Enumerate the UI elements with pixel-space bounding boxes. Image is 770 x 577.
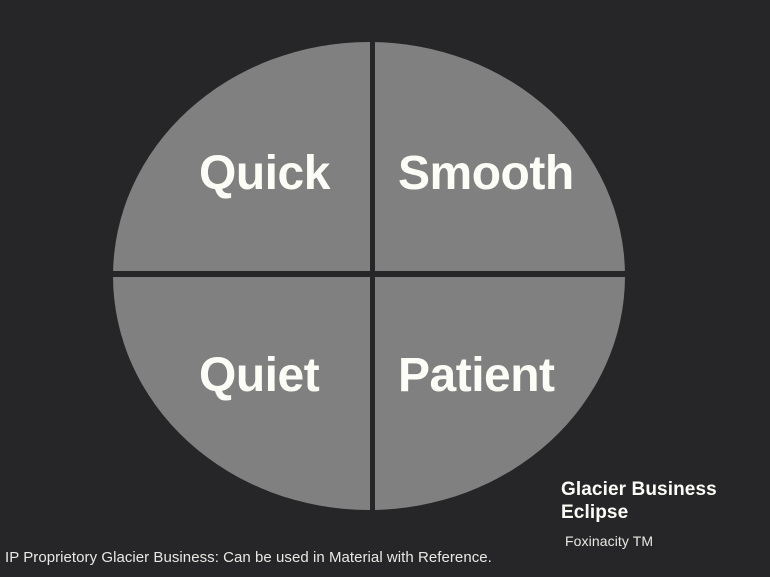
footer-legal-notice: IP Proprietory Glacier Business: Can be … — [5, 549, 492, 566]
brand-block: Glacier Business Eclipse Foxinacity TM — [561, 478, 766, 550]
brand-title-line-1: Glacier Business — [561, 479, 717, 500]
horizontal-divider-line — [113, 271, 625, 277]
brand-subtitle: Foxinacity TM — [565, 533, 654, 550]
four-quadrant-circle-diagram: Quick Smooth Quiet Patient — [113, 42, 625, 510]
brand-title-line-2: Eclipse — [561, 502, 629, 524]
quadrant-label-top-right: Smooth — [398, 147, 574, 200]
quadrant-label-top-left: Quick — [199, 147, 330, 200]
quadrant-label-bottom-right: Patient — [398, 349, 555, 402]
quadrant-label-bottom-left: Quiet — [199, 349, 320, 402]
